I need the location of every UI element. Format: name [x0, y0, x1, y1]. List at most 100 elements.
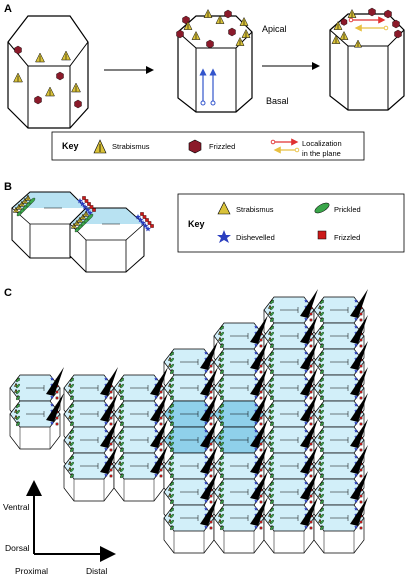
- prickled-icon: [170, 369, 174, 375]
- hair-wedge-icon: [150, 393, 168, 422]
- dishevelled-star-icon: [254, 421, 258, 425]
- frizzled-hexagon-icon: [206, 39, 214, 49]
- frizzled-hexagon-icon: [392, 19, 400, 29]
- dishevelled-star-icon: [50, 377, 54, 381]
- hair-wedge-icon: [350, 315, 368, 344]
- prickled-icon: [220, 487, 224, 493]
- prickled-icon: [120, 415, 124, 421]
- prickled-icon: [170, 481, 174, 487]
- hair-wedge-icon: [350, 419, 368, 448]
- dishevelled-star-icon: [254, 447, 258, 451]
- prickled-icon: [220, 403, 224, 409]
- frizzled-square-icon: [147, 221, 152, 225]
- prickled-icon: [220, 325, 224, 331]
- frizzled-square-icon: [55, 390, 59, 394]
- key-a-title: Key: [62, 141, 79, 151]
- frizzled-square-icon: [259, 526, 263, 530]
- prickled-icon: [170, 493, 174, 499]
- prickled-icon: [220, 357, 224, 363]
- prickled-icon: [220, 351, 224, 357]
- frizzled-square-icon: [109, 422, 113, 426]
- dishevelled-star-icon: [304, 403, 308, 407]
- tissue-cell: [113, 445, 168, 502]
- prickled-icon: [320, 331, 324, 337]
- prickled-icon: [314, 202, 330, 214]
- dishevelled-star-icon: [304, 299, 308, 303]
- frizzled-square-icon: [159, 422, 163, 426]
- prickled-icon: [320, 363, 324, 369]
- prickled-icon: [220, 337, 224, 343]
- prickled-icon: [170, 487, 174, 493]
- hair-wedge-icon: [300, 419, 318, 448]
- frizzled-square-icon: [109, 468, 113, 472]
- key-b-frizzled-label: Frizzled: [334, 233, 360, 242]
- hair-wedge-icon: [100, 393, 118, 422]
- frizzled-square-icon: [259, 396, 263, 400]
- prickled-icon: [220, 441, 224, 447]
- panel-a-cell-3-proteins: [331, 7, 402, 48]
- frizzled-square-icon: [309, 448, 313, 452]
- key-b-strabismus-label: Strabismus: [236, 205, 274, 214]
- prickled-icon: [320, 447, 324, 453]
- frizzled-square-icon: [359, 312, 363, 316]
- prickled-icon: [320, 351, 324, 357]
- dishevelled-star-icon: [304, 507, 308, 511]
- basal-label: Basal: [266, 96, 289, 106]
- prickled-icon: [270, 337, 274, 343]
- hair-wedge-icon: [350, 445, 368, 474]
- prickled-icon: [220, 409, 224, 415]
- dishevelled-star-icon: [154, 429, 158, 433]
- prickled-icon: [220, 447, 224, 453]
- dishevelled-star-icon: [254, 403, 258, 407]
- frizzled-square-icon: [359, 448, 363, 452]
- hair-wedge-icon: [300, 367, 318, 396]
- dishevelled-star-icon: [354, 343, 358, 347]
- hair-wedge-icon: [150, 419, 168, 448]
- hair-wedge-icon: [350, 471, 368, 500]
- panel-b-cells: [11, 191, 145, 273]
- frizzled-square-icon: [209, 500, 213, 504]
- key-a: Key Strabismus Frizzled Localization in …: [51, 131, 365, 161]
- frizzled-square-icon: [259, 422, 263, 426]
- dishevelled-star-icon: [354, 403, 358, 407]
- dishevelled-star-icon: [354, 395, 358, 399]
- hair-wedge-icon: [150, 367, 168, 396]
- dishevelled-star-icon: [204, 455, 208, 459]
- prickled-icon: [270, 325, 274, 331]
- prickled-icon: [170, 455, 174, 461]
- hair-wedge-icon: [200, 419, 218, 448]
- prickled-icon: [270, 499, 274, 505]
- key-b-prickled-label: Prickled: [334, 205, 361, 214]
- dishevelled-star-icon: [204, 395, 208, 399]
- frizzled-square-icon: [209, 474, 213, 478]
- prickled-icon: [70, 421, 74, 427]
- hair-wedge-icon: [300, 315, 318, 344]
- frizzled-square-icon: [159, 468, 163, 472]
- dishevelled-star-icon: [254, 369, 258, 373]
- prickled-icon: [120, 467, 124, 473]
- frizzled-hexagon-icon: [56, 71, 64, 81]
- apical-label: Apical: [262, 24, 287, 34]
- frizzled-square-icon: [359, 416, 363, 420]
- dishevelled-star-icon: [304, 473, 308, 477]
- dishevelled-star-icon: [104, 395, 108, 399]
- prickled-icon: [320, 377, 324, 383]
- frizzled-square-icon: [259, 416, 263, 420]
- prickled-icon: [170, 377, 174, 383]
- frizzled-square-icon: [109, 396, 113, 400]
- hair-wedge-icon: [300, 289, 318, 318]
- frizzled-square-icon: [359, 526, 363, 530]
- prickled-icon: [220, 389, 224, 395]
- dishevelled-star-icon: [354, 299, 358, 303]
- dishevelled-star-icon: [50, 403, 54, 407]
- prickled-icon: [220, 383, 224, 389]
- frizzled-hexagon-icon: [340, 18, 348, 26]
- hair-wedge-icon: [300, 471, 318, 500]
- axes: Ventral Dorsal Proximal Distal: [3, 480, 116, 576]
- hair-wedge-icon: [300, 497, 318, 526]
- prickled-icon: [70, 447, 74, 453]
- dishevelled-star-icon: [50, 395, 54, 399]
- key-b-title: Key: [188, 219, 205, 229]
- prickled-icon: [270, 507, 274, 513]
- panel-a-letter: A: [4, 3, 12, 15]
